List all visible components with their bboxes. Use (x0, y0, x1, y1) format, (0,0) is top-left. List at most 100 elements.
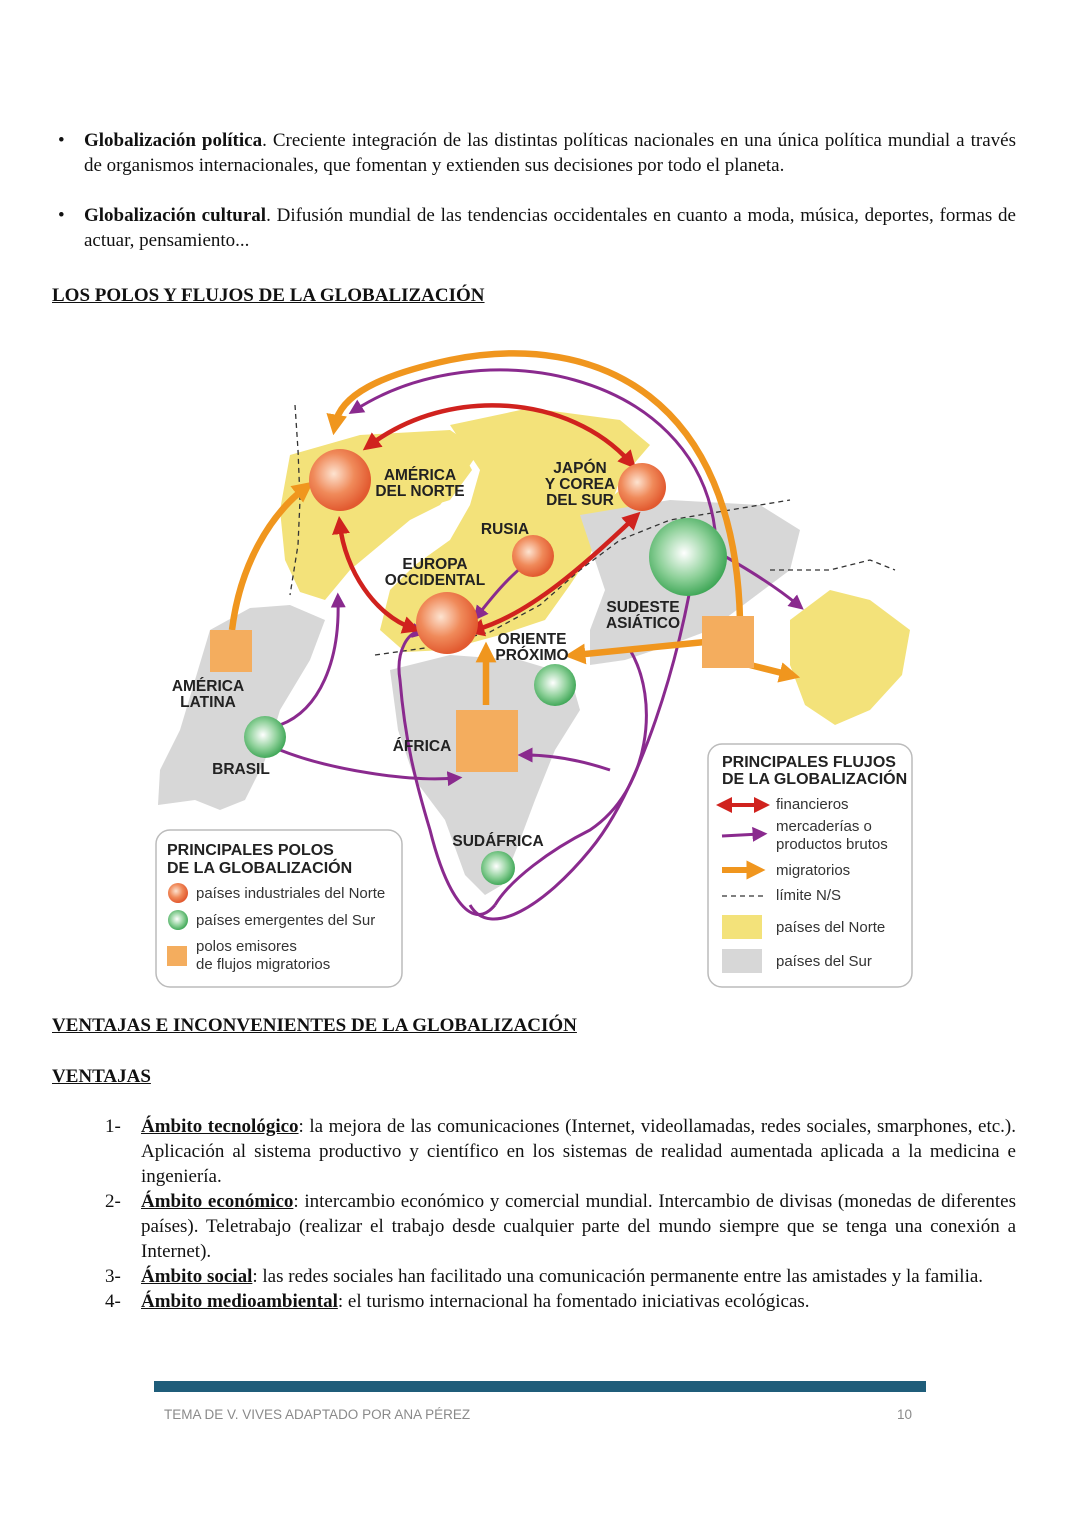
label-rusia: RUSIA (481, 521, 529, 538)
legend-flujos-item-goods-2: productos brutos (776, 836, 888, 853)
label-japon-2: Y COREA (545, 476, 615, 493)
goods-flows (279, 368, 804, 921)
label-japon-3: DEL SUR (546, 492, 614, 509)
ventaja-topic: Ámbito económico (141, 1191, 294, 1212)
migratory-flow-latin (228, 481, 314, 631)
pole-southeast-asia (649, 518, 727, 596)
pole-south-africa (481, 851, 515, 885)
ventaja-topic: Ámbito tecnológico (141, 1116, 299, 1137)
heading-polos-flujos: LOS POLOS Y FLUJOS DE LA GLOBALIZACIÓN (52, 285, 485, 306)
ventaja-item: 2- Ámbito económico: intercambio económic… (105, 1189, 1016, 1264)
migratory-pole-latin-america (210, 630, 252, 672)
ventaja-text: : intercambio económico y comercial mund… (141, 1191, 1016, 1262)
legend-flujos-item-south: países del Sur (776, 953, 872, 970)
legend-polos-title-2: DE LA GLOBALIZACIÓN (167, 858, 352, 877)
legend-flujos: PRINCIPALES FLUJOS DE LA GLOBALIZACIÓN f… (707, 743, 913, 988)
latin-america-land (158, 605, 325, 810)
bullet-text: . Difusión mundial de las tendencias occ… (84, 205, 1016, 251)
migratory-pole-asia (702, 616, 754, 668)
goods-flow-brasil (279, 748, 463, 787)
financial-flows (332, 403, 641, 637)
pole-brasil (244, 716, 286, 758)
ventaja-number: 4- (105, 1291, 121, 1312)
legend-flujos-item-boundary: límite N/S (776, 887, 841, 904)
migratory-flows (228, 350, 801, 705)
financial-flow-na-japan (362, 403, 637, 469)
label-america-norte-1: AMÉRICA (384, 467, 456, 484)
label-europa-2: OCCIDENTAL (385, 572, 485, 589)
label-europa-1: EUROPA (402, 556, 467, 573)
bullet-text: . Creciente integración de las distintas… (84, 130, 1017, 176)
goods-flow-south (397, 623, 497, 917)
bullet-term: Globalización cultural (84, 205, 267, 226)
pole-japan (618, 463, 666, 511)
label-america-latina-2: LATINA (180, 694, 236, 711)
label-sudeste-1: SUDESTE (606, 599, 679, 616)
legend-south-swatch (722, 949, 762, 973)
ventaja-text: : el turismo internacional ha fomentado … (337, 1291, 810, 1312)
legend-polos-item-migratory-2: de flujos migratorios (196, 956, 330, 973)
legend-north-pole-swatch (168, 883, 188, 903)
goods-flow-arc (348, 368, 717, 531)
migratory-flow-asia-west (564, 638, 706, 665)
label-africa: ÁFRICA (393, 738, 452, 755)
migratory-flow-asia-east (749, 661, 801, 683)
ventaja-topic: Ámbito social (141, 1266, 253, 1287)
goods-flow-asia-africa (468, 559, 697, 921)
pole-europe (416, 592, 478, 654)
legend-flujos-item-migratory: migratorios (776, 862, 850, 879)
legend-flujos-item-north: países del Norte (776, 919, 885, 936)
pole-russia (512, 535, 554, 577)
financial-flow-na-europe (332, 516, 421, 634)
region-labels: AMÉRICA DEL NORTE JAPÓN Y COREA DEL SUR … (172, 459, 680, 850)
legend-flujos-item-goods-1: mercaderías o (776, 818, 872, 835)
legend-flujos-title-1: PRINCIPALES FLUJOS (722, 754, 896, 771)
label-oriente-2: PRÓXIMO (495, 646, 568, 664)
label-japon-1: JAPÓN (553, 459, 606, 477)
heading-ventajas-inconvenientes: VENTAJAS E INCONVENIENTES DE LA GLOBALIZ… (52, 1015, 577, 1036)
bullet-term: Globalización política (84, 130, 263, 151)
africa-land (390, 655, 580, 895)
footer-bar (154, 1381, 926, 1392)
bullet-glyph: • (58, 130, 65, 151)
financial-flow-europe-japan (466, 511, 641, 637)
ventajas-list: 1- Ámbito tecnológico: la mejora de las c… (105, 1114, 1016, 1314)
migratory-flow-top (326, 350, 744, 621)
ventaja-number: 2- (105, 1191, 121, 1212)
label-america-latina-1: AMÉRICA (172, 678, 244, 695)
legend-polos-item-migratory-1: polos emisores (196, 938, 297, 955)
legend-flujos-item-financial: financieros (776, 796, 849, 813)
pole-middle-east (534, 664, 576, 706)
pole-north-america (309, 449, 371, 511)
australia-land (790, 590, 910, 725)
goods-flow-africa-loop (493, 649, 648, 906)
bullet-list: • Globalización política. Creciente integ… (52, 128, 1016, 253)
legend-south-pole-swatch (168, 910, 188, 930)
page-number: 10 (897, 1407, 913, 1422)
legend-migratory-pole-swatch (167, 946, 187, 966)
legend-polos-item-north: países industriales del Norte (196, 885, 385, 902)
label-sudeste-2: ASIÁTICO (606, 615, 680, 632)
label-brasil: BRASIL (212, 761, 270, 778)
legend-polos: PRINCIPALES POLOS DE LA GLOBALIZACIÓN pa… (155, 829, 403, 988)
goods-flow-to-africa (517, 747, 611, 772)
ventaja-text: : las redes sociales han facilitado una … (252, 1266, 984, 1287)
ventaja-number: 1- (105, 1116, 121, 1137)
ventaja-item: 1- Ámbito tecnológico: la mejora de las c… (105, 1114, 1016, 1189)
footer-text: TEMA DE V. VIVES ADAPTADO POR ANA PÉREZ (164, 1407, 471, 1422)
label-sudafrica: SUDÁFRICA (452, 833, 543, 850)
label-oriente-1: ORIENTE (498, 631, 567, 648)
label-america-norte-2: DEL NORTE (375, 483, 464, 500)
legend-north-swatch (722, 915, 762, 939)
ventaja-item: 4- Ámbito medioambiental: el turismo inte… (105, 1289, 1016, 1314)
ventaja-text: : la mejora de las comunicaciones (Inter… (141, 1116, 1016, 1187)
ventaja-item: 3-Ámbito social: las redes sociales han … (105, 1264, 1016, 1289)
globalization-map: AMÉRICA DEL NORTE JAPÓN Y COREA DEL SUR … (150, 330, 920, 995)
heading-ventajas: VENTAJAS (52, 1066, 151, 1087)
legend-polos-item-south: países emergentes del Sur (196, 912, 375, 929)
ventaja-topic: Ámbito medioambiental (141, 1291, 338, 1312)
legend-polos-title-1: PRINCIPALES POLOS (167, 842, 334, 859)
migratory-pole-africa (456, 710, 518, 772)
bullet-glyph: • (58, 205, 65, 226)
bullet-globalizacion-politica: • Globalización política. Creciente integ… (52, 128, 1016, 178)
